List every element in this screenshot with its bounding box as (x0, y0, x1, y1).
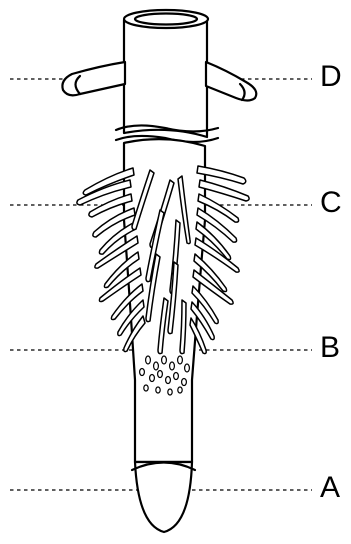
root-cap (132, 462, 195, 532)
label-c: C (320, 188, 342, 218)
label-a: A (320, 473, 340, 503)
label-b: B (320, 333, 340, 363)
lateral-root-right (206, 62, 256, 101)
label-d: D (320, 62, 342, 92)
upper-stem (124, 10, 208, 137)
lateral-root-left (62, 62, 125, 95)
